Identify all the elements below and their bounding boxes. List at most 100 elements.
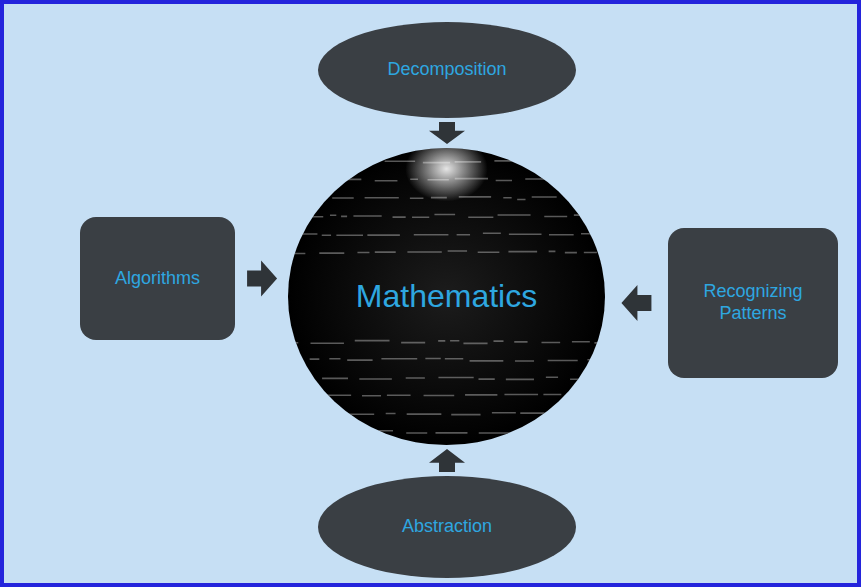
formula-stroke	[310, 358, 320, 360]
formula-stroke	[479, 432, 512, 434]
formula-stroke	[290, 360, 301, 362]
formula-stroke	[572, 394, 605, 396]
formula-stroke	[406, 432, 427, 434]
formula-stroke	[330, 214, 336, 216]
formula-stroke	[590, 430, 598, 432]
formula-stroke	[478, 378, 494, 380]
formula-stroke	[424, 395, 455, 397]
formula-stroke	[549, 234, 574, 236]
concept-label: Recognizing Patterns	[680, 281, 826, 324]
formula-stroke	[541, 342, 560, 344]
ellipse-fill	[318, 476, 576, 578]
formula-stroke	[365, 197, 399, 199]
formula-stroke	[587, 359, 603, 361]
formula-stroke	[548, 360, 578, 362]
formula-stroke	[435, 432, 467, 434]
formula-stroke	[290, 342, 298, 344]
formula-stroke	[496, 180, 512, 182]
formula-stroke	[407, 251, 441, 253]
formula-stroke	[290, 253, 305, 255]
formula-stroke	[290, 396, 309, 398]
formula-stroke	[465, 394, 497, 396]
formula-stroke	[492, 412, 516, 414]
formula-stroke	[578, 179, 594, 181]
formula-stroke	[357, 252, 369, 254]
formula-stroke	[463, 343, 487, 345]
formula-stroke	[451, 414, 480, 416]
formula-stroke	[565, 252, 577, 254]
formula-stroke	[425, 358, 440, 360]
formula-stroke	[359, 378, 392, 380]
formula-stroke	[594, 342, 605, 344]
formula-stroke	[448, 250, 467, 252]
formula-stroke	[596, 216, 604, 218]
formula-stroke	[532, 196, 557, 198]
formula-stroke	[434, 214, 455, 216]
formula-stroke	[363, 430, 393, 432]
block-arrow	[429, 449, 465, 472]
formula-stroke	[320, 178, 336, 180]
formula-stroke	[290, 198, 322, 200]
concept-ellipse: Decomposition	[318, 22, 576, 118]
formula-stroke	[504, 394, 538, 396]
formula-stroke	[514, 341, 527, 343]
formula-stroke	[520, 412, 544, 414]
formula-stroke	[572, 341, 590, 343]
formula-stroke	[332, 197, 353, 199]
formula-stroke	[322, 234, 331, 236]
formula-stroke	[290, 162, 296, 164]
concept-label: Decomposition	[387, 59, 506, 81]
formula-stroke	[591, 378, 605, 380]
formula-stroke	[310, 342, 343, 344]
formula-stroke	[353, 215, 381, 217]
formula-stroke	[478, 251, 500, 253]
formula-stroke	[551, 433, 585, 435]
formula-stroke	[498, 214, 531, 216]
central-ellipse: Mathematics	[288, 148, 605, 445]
block-arrow	[621, 285, 651, 321]
concept-box: Recognizing Patterns	[668, 228, 838, 378]
formula-stroke	[290, 216, 323, 218]
formula-stroke	[525, 178, 546, 180]
formula-stroke	[483, 232, 501, 234]
formula-stroke	[393, 216, 406, 218]
formula-stroke	[493, 340, 503, 342]
formula-stroke	[330, 414, 340, 416]
formula-stroke	[375, 251, 396, 253]
formula-stroke	[515, 360, 534, 362]
formula-stroke	[574, 214, 587, 216]
formula-stroke	[438, 340, 445, 342]
formula-stroke	[509, 233, 542, 235]
formula-stroke	[303, 162, 315, 164]
formula-stroke	[578, 414, 603, 416]
formula-stroke	[325, 162, 341, 164]
formula-stroke	[347, 359, 372, 361]
formula-stroke	[555, 179, 570, 181]
box-fill	[668, 228, 838, 378]
formula-stroke	[517, 199, 525, 201]
formula-stroke	[342, 179, 361, 181]
formula-stroke	[544, 216, 567, 218]
formula-stroke	[319, 395, 351, 397]
formula-stroke	[494, 160, 524, 162]
formula-stroke	[386, 413, 396, 415]
central-label: Mathematics	[356, 277, 537, 315]
formula-stroke	[322, 378, 348, 380]
formula-stroke	[570, 378, 579, 380]
formula-stroke	[290, 430, 323, 432]
formula-stroke	[352, 162, 374, 164]
formula-stroke	[468, 216, 493, 218]
formula-texture	[290, 136, 605, 433]
block-arrow	[429, 122, 465, 144]
formula-stroke	[355, 340, 390, 342]
formula-stroke	[407, 413, 442, 415]
formula-stroke	[549, 251, 556, 253]
formula-stroke	[554, 412, 568, 414]
formula-stroke	[534, 162, 568, 164]
formula-stroke	[367, 234, 399, 236]
block-arrow	[247, 261, 277, 297]
formula-stroke	[565, 196, 589, 198]
